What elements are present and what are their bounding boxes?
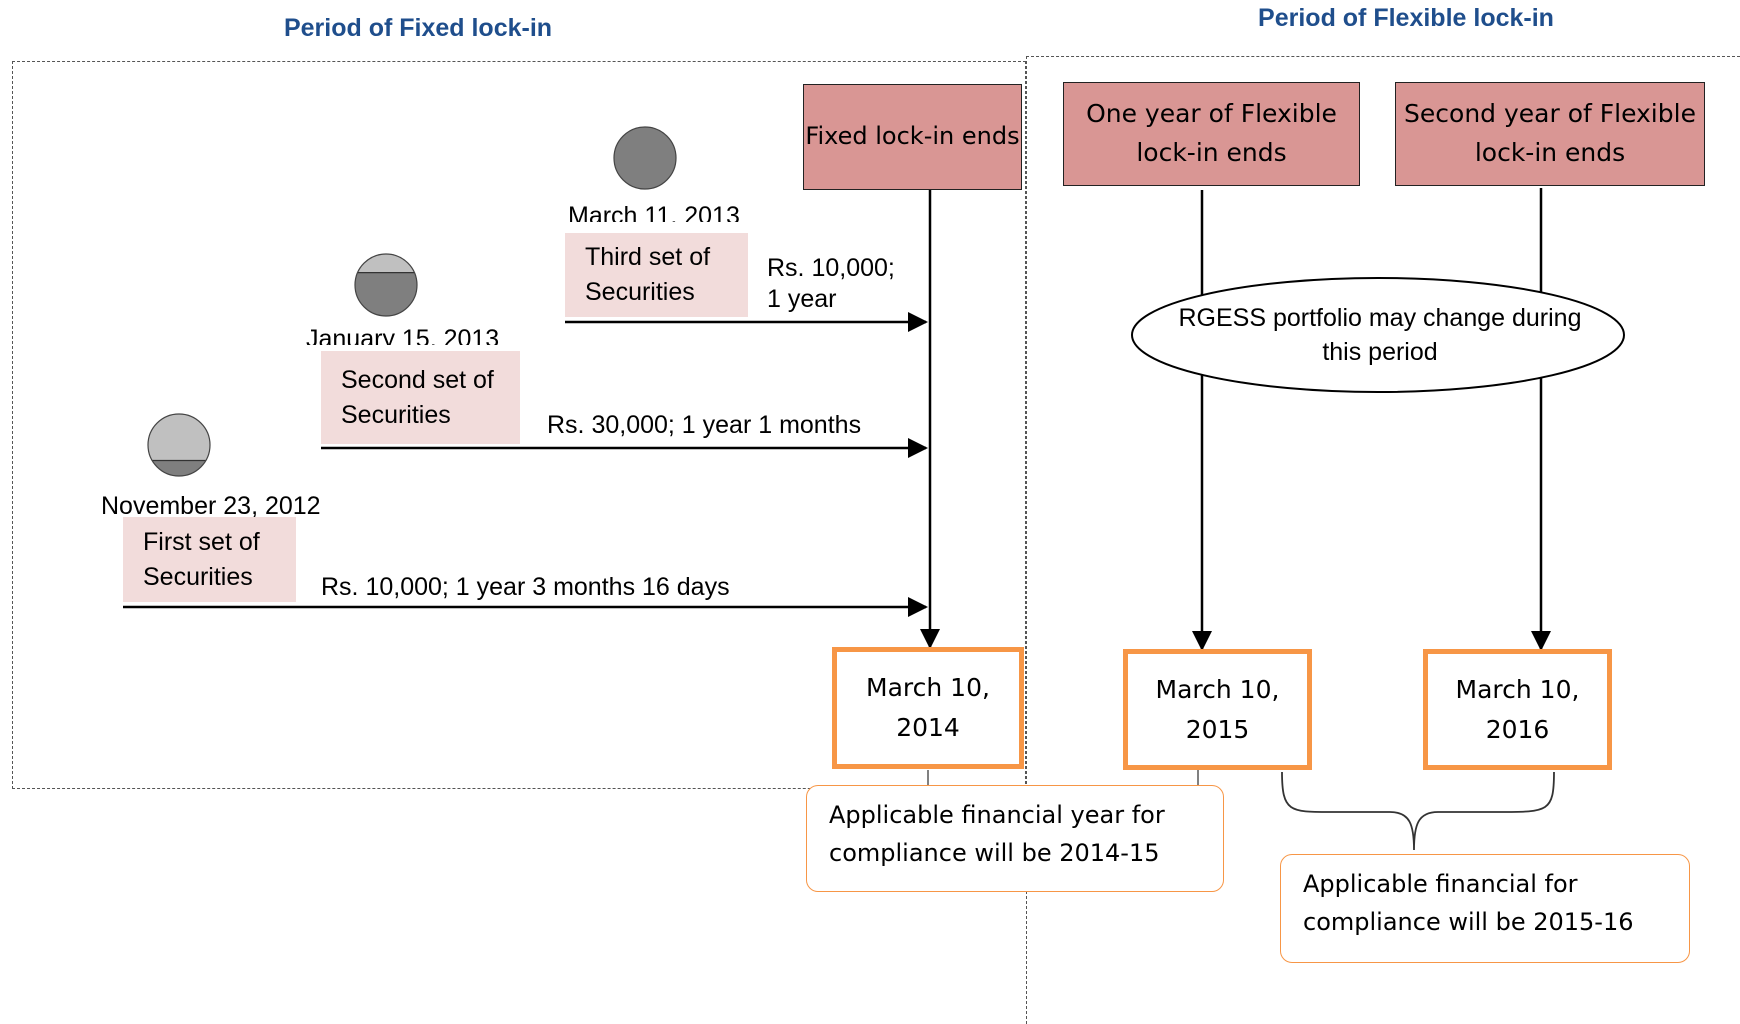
- flexible-period-heading: Period of Flexible lock-in: [1258, 4, 1554, 32]
- rgess-ellipse: [1131, 277, 1625, 393]
- first-set-amount: Rs. 10,000; 1 year 3 months 16 days: [321, 573, 730, 601]
- first-set-label-box: First set of Securities: [123, 517, 296, 602]
- fixed-period-heading: Period of Fixed lock-in: [283, 14, 553, 42]
- third-set-label-box: Third set of Securities: [565, 233, 748, 317]
- purchase-marker-3: [147, 413, 211, 477]
- fixed-end-date-box: March 10, 2014: [832, 647, 1024, 769]
- third-set-amount: Rs. 10,000; 1 year: [767, 254, 895, 313]
- flexible-years-brace: [1281, 771, 1555, 851]
- rgess-ellipse-text: RGESS portfolio may change during this p…: [1178, 304, 1582, 366]
- second-set-date: January 15, 2013: [306, 325, 500, 345]
- second-set-amount: Rs. 30,000; 1 year 1 months: [547, 411, 862, 439]
- purchase-marker-1: [613, 126, 677, 190]
- flex-year2-date-box: March 10, 2016: [1423, 649, 1612, 770]
- fixed-compliance-note: Applicable financial year for compliance…: [806, 785, 1224, 892]
- third-set-date: March 11, 2013: [568, 202, 740, 222]
- flexible-period-region: [1026, 56, 1740, 1024]
- fixed-period-region: [12, 61, 1026, 789]
- flex-year2-end-box: Second year of Flexible lock-in ends: [1395, 82, 1705, 186]
- flexible-compliance-note: Applicable financial for compliance will…: [1280, 854, 1690, 963]
- flex-year1-date-box: March 10, 2015: [1123, 649, 1312, 770]
- second-set-label-box: Second set of Securities: [321, 351, 520, 444]
- first-set-date: November 23, 2012: [101, 492, 321, 520]
- flex-year1-end-box: One year of Flexible lock-in ends: [1063, 82, 1360, 186]
- purchase-marker-2: [354, 253, 418, 317]
- fixed-lockin-end-box: Fixed lock-in ends: [803, 84, 1022, 190]
